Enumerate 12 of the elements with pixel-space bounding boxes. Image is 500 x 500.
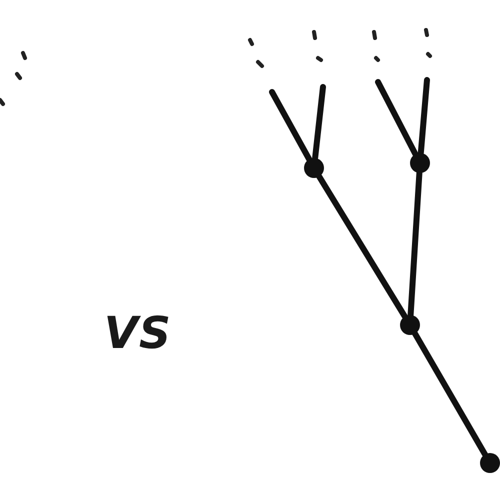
branch-line bbox=[418, 77, 430, 156]
branch-line bbox=[408, 170, 422, 318]
branch-node bbox=[480, 453, 500, 473]
branch-line bbox=[375, 79, 418, 158]
branch-line bbox=[269, 89, 312, 162]
branch-node bbox=[410, 153, 430, 173]
branch-line bbox=[316, 174, 408, 320]
branch-line bbox=[312, 84, 326, 162]
versus-label: VS bbox=[104, 308, 172, 359]
branch-line bbox=[412, 330, 488, 458]
branch-node bbox=[400, 315, 420, 335]
branch-node bbox=[304, 158, 324, 178]
